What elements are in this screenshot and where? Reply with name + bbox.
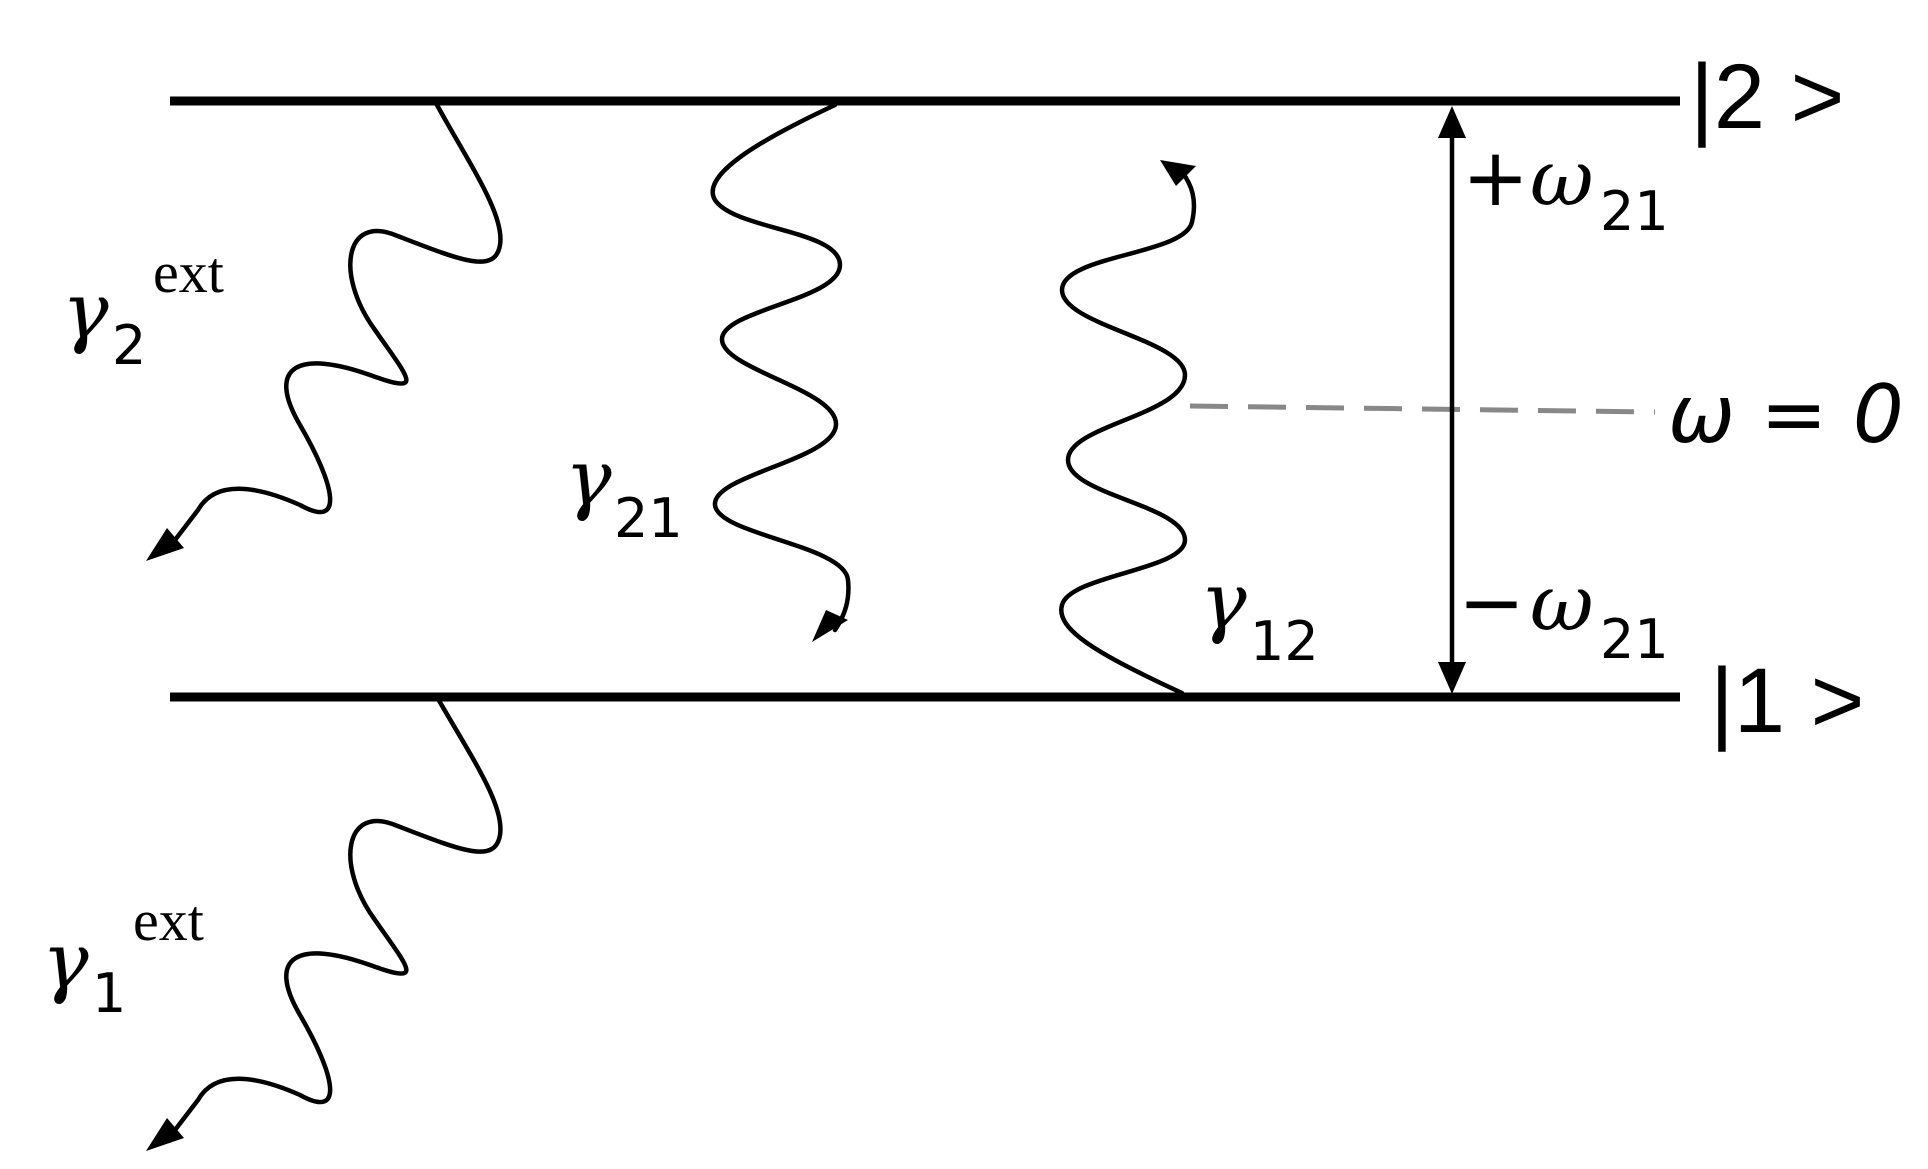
zero-frequency-label: ω = 0: [1668, 368, 1904, 461]
gamma21-wave: [710, 102, 851, 633]
gamma21-label: γ 21: [565, 434, 683, 550]
gamma12-wave: [1059, 169, 1197, 696]
zero-frequency-line: [1189, 403, 1656, 415]
plus-omega21-label: + ω 21: [1462, 131, 1669, 243]
lower-level-label: |1 >: [1710, 650, 1864, 752]
gamma1-ext-wave: [172, 694, 503, 1133]
double-arrow-bottom-head: [1438, 662, 1466, 694]
gamma2-ext-arrowhead: [146, 528, 184, 561]
gamma21-arrowhead: [812, 610, 848, 642]
gamma1-ext-label: γ 1 ext: [42, 888, 204, 1025]
gamma12-arrowhead: [1160, 160, 1196, 186]
upper-level-label: |2 >: [1690, 46, 1844, 148]
minus-omega21-label: − ω 21: [1458, 556, 1669, 671]
gamma1-ext-arrowhead: [146, 1118, 184, 1151]
gamma2-ext-label: γ 2 ext: [62, 240, 224, 377]
gamma2-ext-wave: [172, 102, 503, 543]
gamma12-label: γ 12: [1200, 557, 1319, 673]
double-arrow-top-head: [1438, 106, 1466, 138]
